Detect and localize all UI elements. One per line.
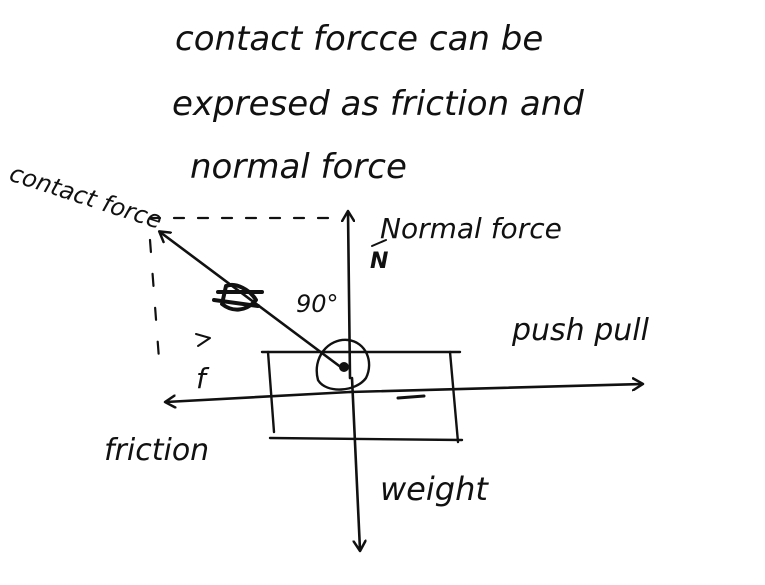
small-f-arrow-icon xyxy=(195,333,211,347)
contact-force-arrow xyxy=(160,232,344,370)
weight-arrow xyxy=(350,376,360,550)
push-pull-arrow xyxy=(348,384,642,394)
normal-force-arrow xyxy=(348,212,350,380)
block-bottom xyxy=(268,436,464,442)
dashed-line-vertical xyxy=(148,238,162,374)
friction-label: friction xyxy=(104,433,209,468)
weight-label: weight xyxy=(380,470,489,508)
scribble-mark xyxy=(212,283,264,312)
small-mark xyxy=(396,394,426,400)
angle-label: 90° xyxy=(296,290,339,318)
vector-arrow-icon xyxy=(371,239,387,247)
heading-line-3: normal force xyxy=(190,147,407,187)
normal-force-label: Normal force xyxy=(380,212,562,245)
block-left xyxy=(266,350,276,434)
heading-line-1: contact forcce can be xyxy=(175,19,543,59)
origin-circle xyxy=(315,338,371,391)
push-pull-label: push pull xyxy=(511,313,650,348)
contact-force-label: contact force xyxy=(6,159,165,235)
normal-symbol: N xyxy=(370,249,388,274)
block-right xyxy=(448,350,460,444)
origin-dot xyxy=(339,362,349,372)
heading-line-2: expresed as friction and xyxy=(172,84,584,124)
f-label: f xyxy=(196,362,210,395)
friction-arrow xyxy=(166,390,352,402)
